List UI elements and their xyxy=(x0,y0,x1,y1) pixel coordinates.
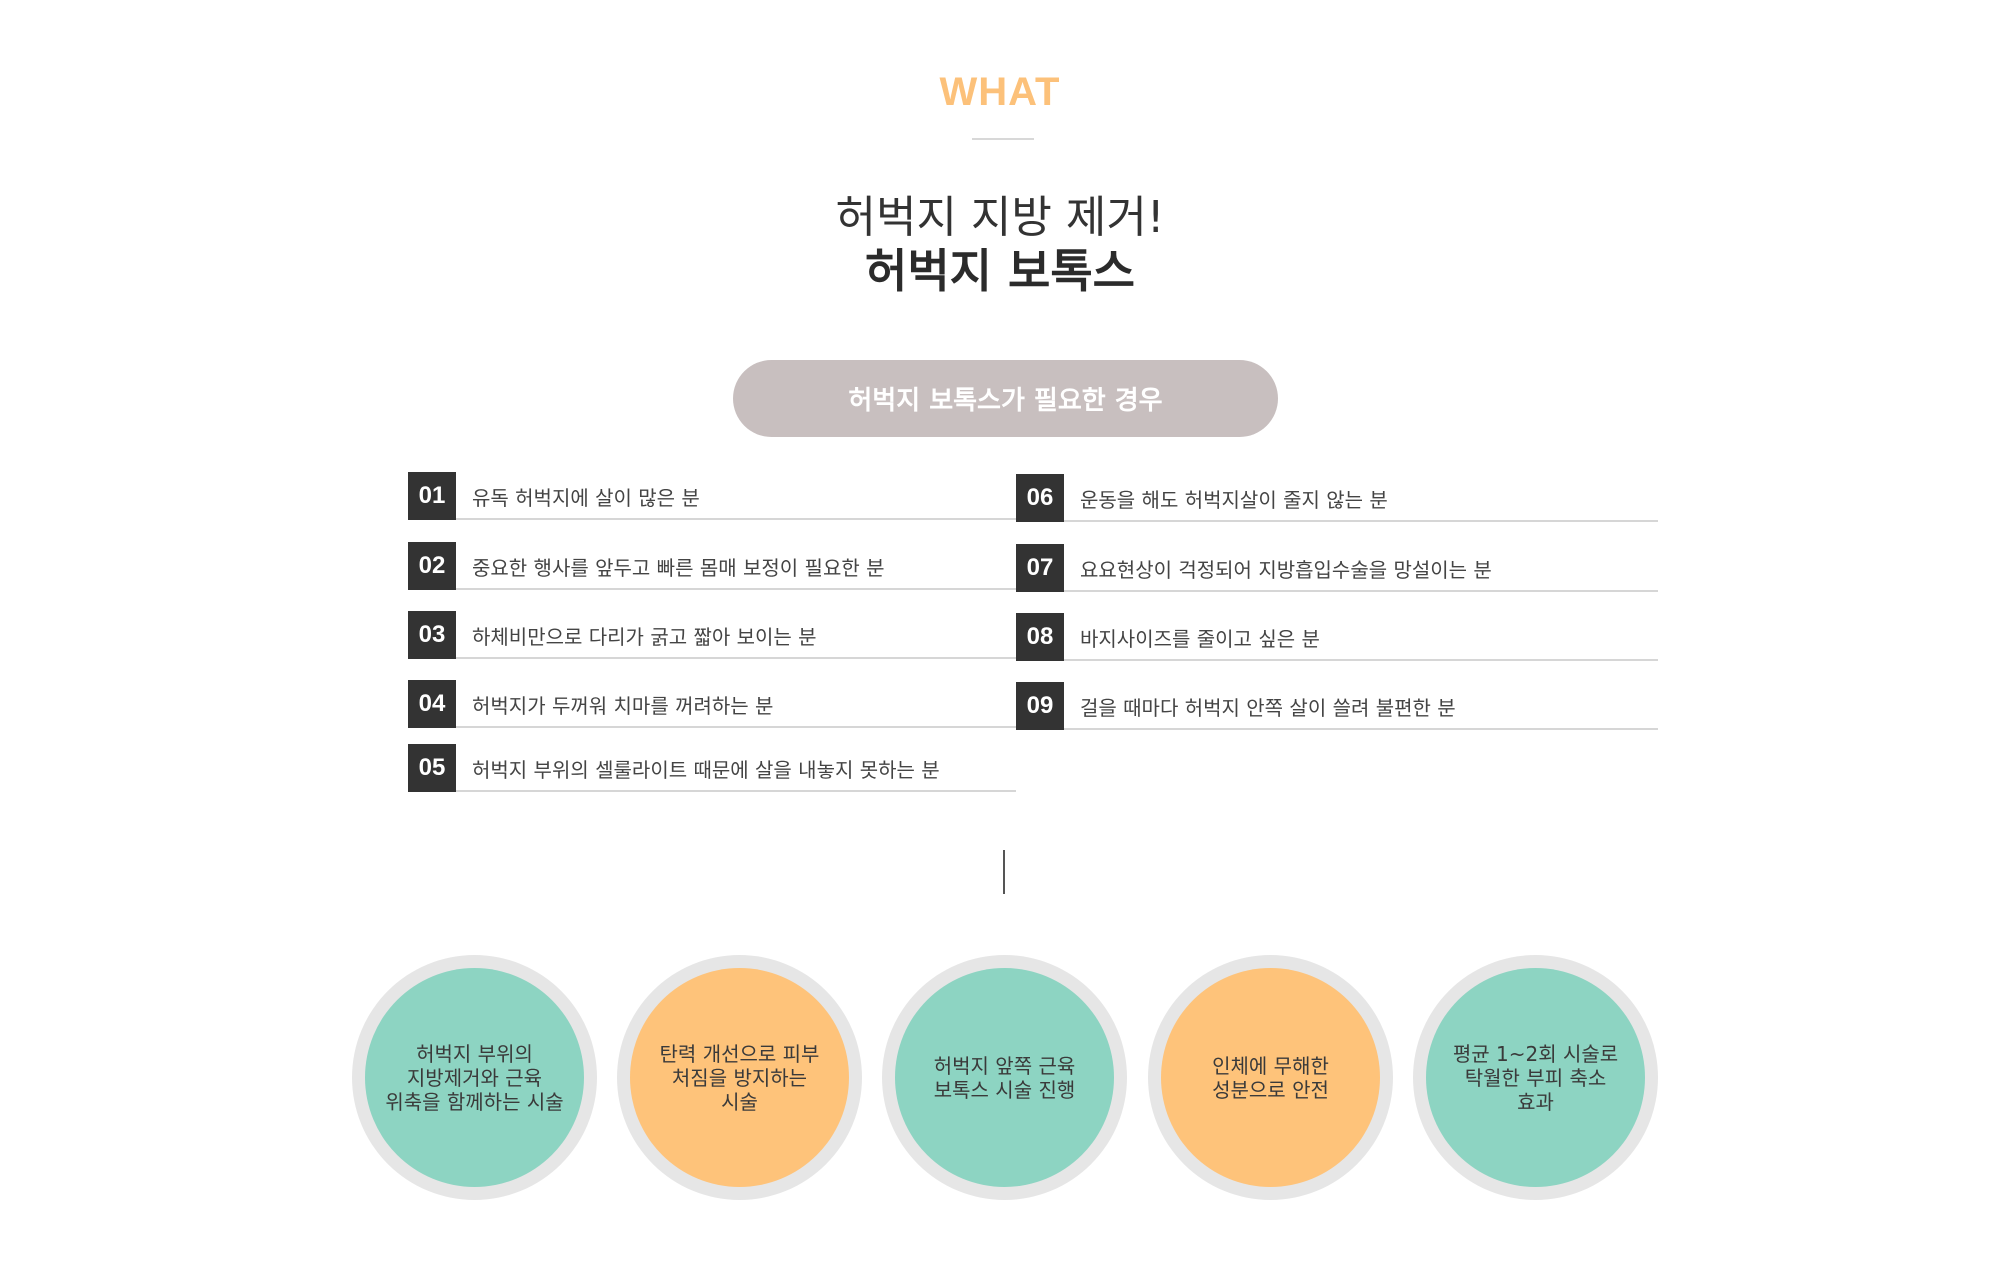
list-item: 08 바지사이즈를 줄이고 싶은 분 xyxy=(1016,613,1658,661)
list-item: 03 하체비만으로 다리가 굵고 짧아 보이는 분 xyxy=(408,611,1016,659)
feature-circle-fill: 허벅지 부위의 지방제거와 근육 위축을 함께하는 시술 xyxy=(365,968,584,1187)
list-item-text: 바지사이즈를 줄이고 싶은 분 xyxy=(1080,627,1320,651)
list-item-number: 09 xyxy=(1016,682,1064,730)
list-item-text: 허벅지 부위의 셀룰라이트 때문에 살을 내놓지 못하는 분 xyxy=(472,758,940,782)
feature-circle-text: 탄력 개선으로 피부 처짐을 방지하는 시술 xyxy=(659,1041,820,1114)
feature-circle: 허벅지 부위의 지방제거와 근육 위축을 함께하는 시술 xyxy=(352,955,597,1200)
list-item-number: 01 xyxy=(408,472,456,520)
list-item-text: 유독 허벅지에 살이 많은 분 xyxy=(472,486,700,510)
section-kicker: WHAT xyxy=(939,70,1061,114)
feature-circle-text: 인체에 무해한 성분으로 안전 xyxy=(1212,1053,1329,1102)
pill-label: 허벅지 보톡스가 필요한 경우 xyxy=(848,386,1163,416)
list-item-number: 02 xyxy=(408,542,456,590)
list-item: 04 허벅지가 두꺼워 치마를 꺼려하는 분 xyxy=(408,680,1016,728)
feature-circle: 탄력 개선으로 피부 처짐을 방지하는 시술 xyxy=(617,955,862,1200)
list-item: 01 유독 허벅지에 살이 많은 분 xyxy=(408,472,1016,520)
feature-circle: 평균 1~2회 시술로 탁월한 부피 축소 효과 xyxy=(1413,955,1658,1200)
page-subtitle: 허벅지 지방 제거! xyxy=(835,192,1165,243)
list-item-text: 중요한 행사를 앞두고 빠른 몸매 보정이 필요한 분 xyxy=(472,556,885,580)
kicker-divider xyxy=(972,138,1034,140)
feature-circle-text: 허벅지 부위의 지방제거와 근육 위축을 함께하는 시술 xyxy=(385,1041,564,1114)
list-item: 09 걸을 때마다 허벅지 안쪽 살이 쓸려 불편한 분 xyxy=(1016,682,1658,730)
list-item: 05 허벅지 부위의 셀룰라이트 때문에 살을 내놓지 못하는 분 xyxy=(408,744,1016,792)
list-item-number: 07 xyxy=(1016,544,1064,592)
list-item-text: 요요현상이 걱정되어 지방흡입수술을 망설이는 분 xyxy=(1080,558,1492,582)
list-item-number: 03 xyxy=(408,611,456,659)
list-item-number: 05 xyxy=(408,744,456,792)
list-item: 06 운동을 해도 허벅지살이 줄지 않는 분 xyxy=(1016,474,1658,522)
feature-circle-fill: 평균 1~2회 시술로 탁월한 부피 축소 효과 xyxy=(1426,968,1645,1187)
feature-circle-fill: 허벅지 앞쪽 근육 보톡스 시술 진행 xyxy=(895,968,1114,1187)
list-item-text: 허벅지가 두꺼워 치마를 꺼려하는 분 xyxy=(472,694,774,718)
list-item-text: 걸을 때마다 허벅지 안쪽 살이 쓸려 불편한 분 xyxy=(1080,696,1456,720)
feature-circle-text: 평균 1~2회 시술로 탁월한 부피 축소 효과 xyxy=(1452,1041,1619,1114)
page-title: 허벅지 보톡스 xyxy=(865,244,1135,298)
list-item: 07 요요현상이 걱정되어 지방흡입수술을 망설이는 분 xyxy=(1016,544,1658,592)
feature-circle-fill: 탄력 개선으로 피부 처짐을 방지하는 시술 xyxy=(630,968,849,1187)
section-pill-heading: 허벅지 보톡스가 필요한 경우 xyxy=(733,360,1278,437)
feature-circle: 허벅지 앞쪽 근육 보톡스 시술 진행 xyxy=(882,955,1127,1200)
list-item-text: 하체비만으로 다리가 굵고 짧아 보이는 분 xyxy=(472,625,817,649)
list-item-number: 04 xyxy=(408,680,456,728)
list-item: 02 중요한 행사를 앞두고 빠른 몸매 보정이 필요한 분 xyxy=(408,542,1016,590)
feature-circle: 인체에 무해한 성분으로 안전 xyxy=(1148,955,1393,1200)
list-item-number: 06 xyxy=(1016,474,1064,522)
list-item-text: 운동을 해도 허벅지살이 줄지 않는 분 xyxy=(1080,488,1388,512)
vertical-divider xyxy=(1003,850,1005,894)
feature-circle-text: 허벅지 앞쪽 근육 보톡스 시술 진행 xyxy=(933,1053,1076,1102)
list-item-number: 08 xyxy=(1016,613,1064,661)
feature-circle-fill: 인체에 무해한 성분으로 안전 xyxy=(1161,968,1380,1187)
